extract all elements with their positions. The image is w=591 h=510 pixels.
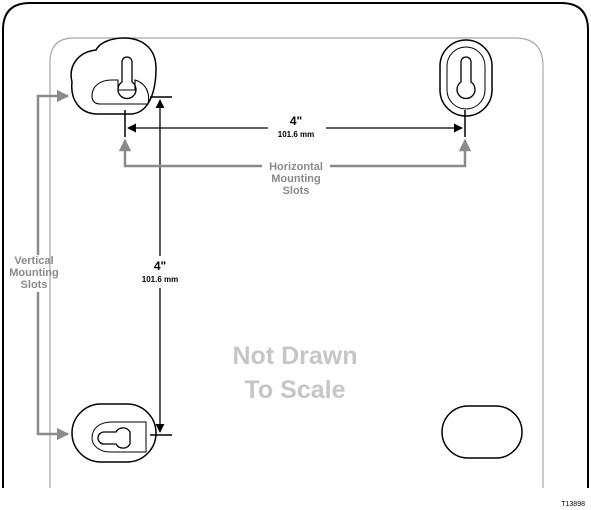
bottom-right-opening [441, 405, 523, 459]
scale-note-line-1: Not Drawn [233, 342, 358, 370]
device-outline [2, 2, 589, 488]
vertical-dimension-label-bg [136, 256, 184, 288]
horizontal-dimension-metric: 101.6 mm [278, 130, 314, 139]
top-left-mounting-slot [70, 37, 157, 115]
figure-id: T13898 [561, 501, 585, 508]
horizontal-dimension-label-bg [268, 113, 326, 141]
vertical-callout-line-2: Mounting [9, 267, 58, 279]
bottom-left-mounting-slot [71, 403, 157, 463]
horizontal-callout-line-2: Mounting [271, 173, 320, 185]
inner-panel-outline [49, 37, 544, 488]
horizontal-callout-left-leader [118, 138, 262, 168]
horizontal-callout-right-leader [330, 138, 472, 168]
vertical-callout-line-3: Slots [21, 279, 48, 291]
top-right-mounting-slot [439, 39, 493, 117]
horizontal-callout-line-1: Horizontal [269, 161, 323, 173]
horizontal-dimension-value: 4" [290, 114, 302, 128]
vertical-callout-bottom-leader [36, 292, 70, 441]
horizontal-callout-line-3: Slots [283, 185, 310, 197]
scale-note-line-2: To Scale [245, 376, 346, 404]
vertical-dimension-value: 4" [154, 259, 166, 273]
vertical-callout-line-1: Vertical [14, 255, 53, 267]
vertical-dimension-metric: 101.6 mm [142, 275, 178, 284]
vertical-callout-top-leader [36, 89, 70, 255]
